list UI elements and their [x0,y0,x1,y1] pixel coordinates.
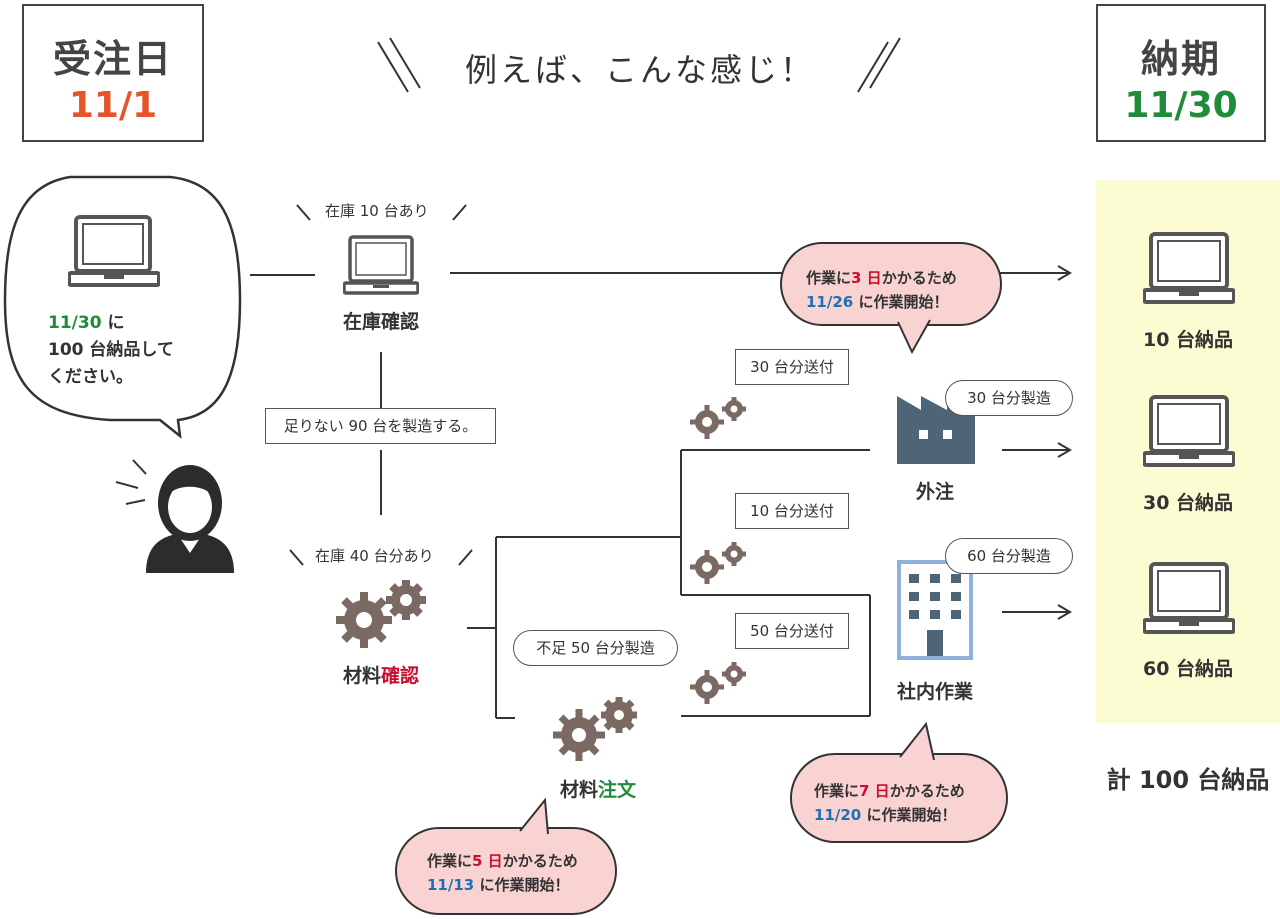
laptop-icon [68,215,160,287]
due-date-box: 納期 11/30 [1096,4,1266,142]
stock-check-label: 在庫確認 [342,311,419,333]
delivery-total: 計 100 台納品 [1106,766,1270,794]
delivery-60: 60 台納品 [1142,658,1234,680]
small-gears-icon [690,397,746,439]
material-order-label: 材料注文 [559,779,637,801]
request-date: 11/30 [48,313,102,333]
order-date-label: 受注日 [52,37,173,81]
bubble-mid: 作業に7 日かかるため 11/20 に作業開始！ [790,753,1008,843]
request-particle: に [107,313,125,333]
ship-50-tag: 50 台分送付 [735,613,849,649]
material-stock-note: 在庫 40 台分あり [315,547,434,565]
laptop-icon [343,235,419,295]
laptop-icon [1143,562,1235,634]
outsource-produce-pill: 30 台分製造 [945,380,1073,416]
inhouse-label: 社内作業 [896,681,973,703]
request-line-3: ください。 [48,367,133,387]
order-date-box: 受注日 11/1 [22,4,204,142]
bubble-bottom: 作業に5 日かかるため 11/13 に作業開始！ [395,827,617,915]
customer-request: 11/30 に 100 台納品して ください。 [48,310,174,391]
order-date-value: 11/1 [68,85,158,126]
small-gears-icon [690,662,746,704]
inhouse-produce-pill: 60 台分製造 [945,538,1073,574]
ship-30-tag: 30 台分送付 [735,349,849,385]
gears-icon [553,697,637,761]
building-icon [897,560,973,660]
delivery-30: 30 台納品 [1142,492,1234,514]
shortage-note: 足りない 90 台を製造する。 [265,408,496,444]
due-date-value: 11/30 [1124,85,1238,126]
outsource-label: 外注 [915,481,954,503]
laptop-icon [1143,395,1235,467]
stock-note: 在庫 10 台あり [325,202,429,220]
small-gears-icon [690,542,746,584]
shortage-bubble: 不足 50 台分製造 [513,630,678,666]
laptop-icon [1143,232,1235,304]
delivery-10: 10 台納品 [1142,329,1234,351]
due-date-label: 納期 [1140,37,1221,81]
person-icon [146,465,234,573]
ship-10-tag: 10 台分送付 [735,493,849,529]
headline: 例えば、こんな感じ！ [464,51,815,89]
request-line-2: 100 台納品して [48,340,174,360]
material-check-label: 材料確認 [342,665,420,687]
bubble-top: 作業に3 日かかるため 11/26 に作業開始！ [780,242,1002,326]
gears-icon [336,580,426,648]
customer-speech-bubble [3,175,242,439]
